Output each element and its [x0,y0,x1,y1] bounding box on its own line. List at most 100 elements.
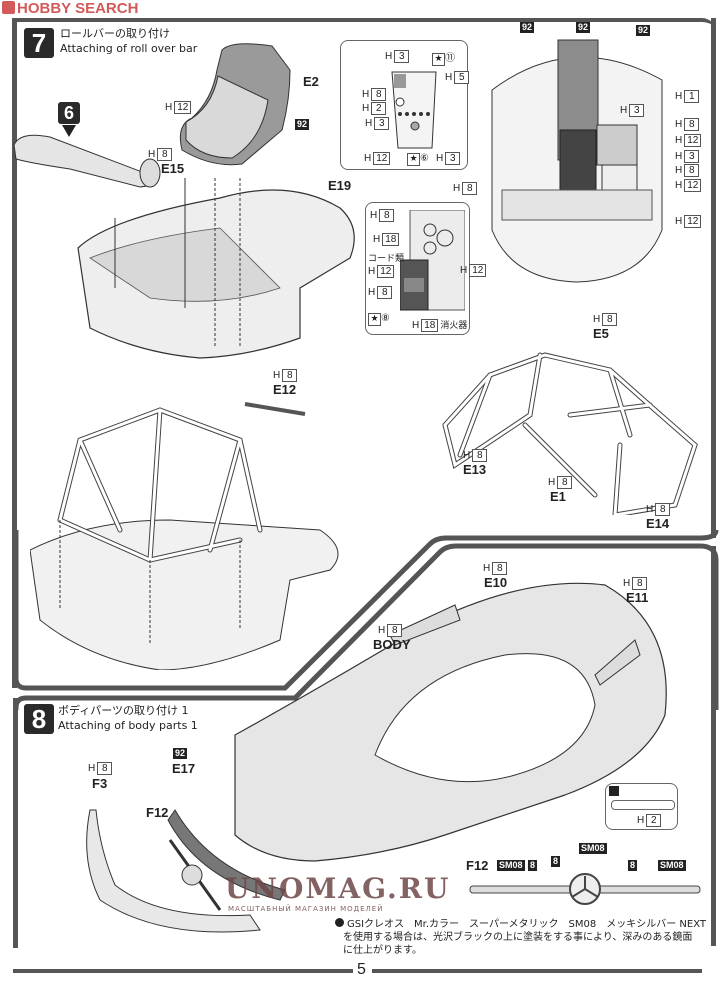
unomag-watermark-sub: МАСШТАБНЫЙ МАГАЗИН МОДЕЛЕЙ [228,905,384,913]
grille-code-4: SM08 [579,843,607,854]
label-f3: F3 [92,776,108,791]
decal-strip [611,800,675,810]
cockpit-tub-illustration [77,178,355,359]
logo-icon [2,1,15,14]
grille-code-1: SM08 [497,860,525,871]
label-e13: E13 [463,462,487,477]
step8-title-jp: ボディパーツの取り付け 1 [58,704,189,717]
label-e12: E12 [273,382,297,397]
top-color-92-a: 92 [520,22,535,33]
step7-title-jp: ロールバーの取り付け [60,27,170,40]
seat-color-code: 92 [295,119,310,130]
step7-number: 7 [24,28,54,58]
label-e11: E11 [626,590,649,605]
label-body: BODY [373,637,411,652]
console-illustration [400,210,465,311]
panel-star-11: ★⑪ [432,49,455,66]
star-icon: ★ [407,153,420,166]
step7-title-en: Attaching of roll over bar [60,42,198,55]
label-e15: E15 [161,161,185,176]
top-color-92-c: 92 [636,25,651,36]
ref-step-6: 6 [58,102,80,124]
step8-frame-right [711,546,716,946]
grille-code-6: SM08 [658,860,686,871]
label-f12: F12 [146,805,169,820]
decal-icon [609,786,619,796]
down-arrow-icon [62,125,76,137]
grille-illustration [469,873,701,905]
star-icon: ★ [368,313,381,326]
step7-frame [12,18,716,688]
step8-title-en: Attaching of body parts 1 [58,719,198,732]
page-bottom-line-left [13,969,353,973]
bullet-icon [335,918,344,927]
cord-label: コード類 [368,253,405,263]
label-e1: E1 [550,489,566,504]
grille-code-2: 8 [528,860,538,871]
label-e2: E2 [303,74,319,89]
unomag-watermark: UNOMAG.RU [225,872,451,905]
paint-note: GSIクレオス Mr.カラー スーパーメタリック SM08 メッキシルバー NE… [335,917,715,957]
dashboard-illustration [13,134,161,188]
label-e17: E17 [172,761,196,776]
label-e19: E19 [328,178,352,193]
cord-star-8: ★⑧ [368,313,390,326]
interior-top-view [491,39,663,283]
step8-number: 8 [24,704,54,734]
step8-frame-left [13,698,18,948]
page-bottom-line-right [372,969,702,973]
body-shell-illustration [234,582,667,862]
seat-illustration [179,43,291,166]
grille-code-3: 8 [551,856,561,867]
exploded-roll-cage-illustration [442,352,698,515]
step7-frame-right [711,18,716,538]
front-bumper-illustration [86,809,286,933]
label-e10: E10 [484,575,508,590]
label-e5: E5 [593,326,609,341]
e17-color-code: 92 [173,748,188,759]
hobby-search-logo: HOBBY SEARCH [2,0,138,17]
switch-panel-illustration [391,71,437,149]
label-e14: E14 [646,516,670,531]
panel-star-6: ★⑥ [407,153,429,166]
installed-roll-cage-illustration [30,402,339,670]
page-number: 5 [357,961,366,978]
star-icon: ★ [432,53,445,66]
top-color-92-b: 92 [576,22,591,33]
label-f12-grille: F12 [466,858,489,873]
